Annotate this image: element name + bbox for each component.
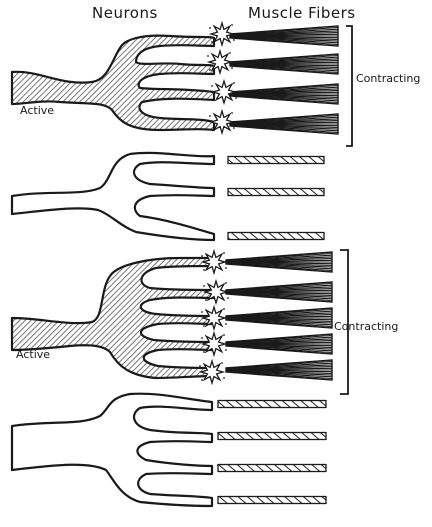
relaxed-2-fiber-2 bbox=[227, 187, 325, 197]
contracting-3-fiber-5 bbox=[225, 359, 333, 381]
muscle-fibers-heading: Muscle Fibers bbox=[248, 4, 356, 22]
relaxed-2-fiber-3 bbox=[227, 231, 325, 241]
bracket-1 bbox=[346, 25, 353, 147]
spark-3-1 bbox=[200, 248, 228, 276]
spark-1-3 bbox=[210, 78, 238, 106]
bracket-3 bbox=[340, 249, 349, 395]
contracting-1-fiber-2 bbox=[229, 53, 339, 75]
sparks-group-3 bbox=[198, 248, 230, 386]
contracting-1-fiber-1 bbox=[229, 25, 339, 47]
neurons-heading: Neurons bbox=[92, 4, 158, 22]
sparks-group-1 bbox=[206, 20, 238, 136]
spark-3-2 bbox=[202, 278, 230, 306]
fibers-group-3 bbox=[225, 251, 333, 381]
contracting-1-fiber-4 bbox=[229, 113, 339, 135]
contracting-label-1: Contracting bbox=[356, 72, 421, 85]
relaxed-4-fiber-2 bbox=[217, 431, 327, 441]
fibers-group-2 bbox=[227, 155, 325, 241]
contracting-label-3: Contracting bbox=[334, 320, 399, 333]
fibers-group-4 bbox=[217, 399, 327, 505]
contracting-1-fiber-3 bbox=[229, 83, 339, 105]
active-label-3: Active bbox=[16, 348, 51, 361]
contracting-3-fiber-4 bbox=[225, 333, 333, 355]
spark-1-4 bbox=[208, 108, 236, 136]
spark-1-1 bbox=[208, 20, 236, 48]
fibers-group-1 bbox=[229, 25, 339, 135]
spark-3-4 bbox=[200, 330, 228, 358]
relaxed-2-fiber-1 bbox=[227, 155, 325, 165]
relaxed-4-fiber-3 bbox=[217, 463, 327, 473]
neuron-inactive-2 bbox=[10, 151, 216, 242]
spark-3-3 bbox=[200, 304, 228, 332]
neuron-inactive-4 bbox=[10, 392, 214, 508]
contracting-3-fiber-3 bbox=[225, 307, 333, 329]
relaxed-4-fiber-1 bbox=[217, 399, 327, 409]
active-label-1: Active bbox=[20, 104, 55, 117]
contracting-3-fiber-1 bbox=[225, 251, 333, 273]
contracting-3-fiber-2 bbox=[225, 281, 333, 303]
spark-1-2 bbox=[206, 48, 234, 76]
spark-3-5 bbox=[198, 358, 226, 386]
relaxed-4-fiber-4 bbox=[217, 495, 327, 505]
neuron-active-1 bbox=[10, 34, 216, 132]
